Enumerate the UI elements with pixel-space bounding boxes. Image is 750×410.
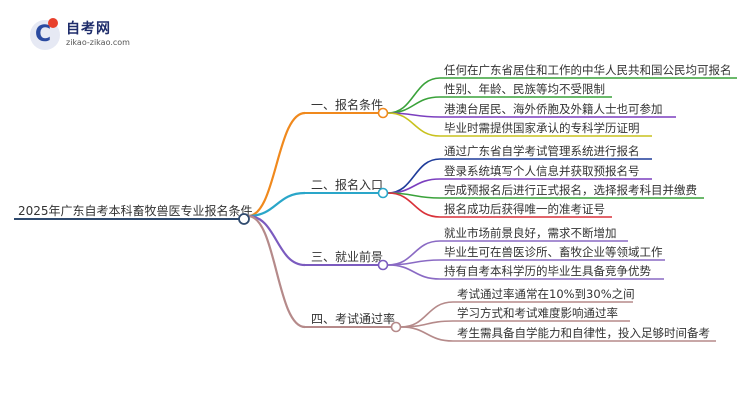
leaf-label-4-2: 学习方式和考试难度影响通过率	[457, 306, 618, 320]
root-node	[238, 213, 250, 225]
leaf-label-2-2: 登录系统填写个人信息并获取预报名号	[444, 164, 640, 178]
branch-label-3: 三、就业前景	[311, 249, 383, 264]
branch-label-1: 一、报名条件	[311, 97, 383, 112]
leaf-connector-1-2	[387, 96, 441, 114]
leaf-connector-3-3	[387, 264, 441, 280]
branch-label-2: 二、报名入口	[311, 177, 383, 192]
branch-connector-4	[247, 214, 306, 329]
branch-connector-2	[247, 191, 306, 218]
site-logo[interactable]: C 自考网 zikao-zikao.com	[30, 16, 150, 56]
leaf-label-1-4: 毕业时需提供国家承认的专科学历证明	[444, 121, 640, 135]
leaf-label-1-3: 港澳台居民、海外侨胞及外籍人士也可参加	[444, 102, 663, 116]
logo-dot-icon	[48, 18, 58, 28]
branch-connector-1	[247, 111, 306, 218]
leaf-label-3-3: 持有自考本科学历的毕业生具备竞争优势	[444, 264, 651, 278]
leaf-connector-3-1	[387, 240, 441, 266]
leaf-label-2-3: 完成预报名后进行正式报名，选择报考科目并缴费	[444, 183, 697, 197]
leaf-connector-3-2	[387, 259, 441, 266]
branch-node-2	[377, 187, 389, 199]
leaf-connector-1-4	[387, 112, 441, 137]
leaf-label-2-1: 通过广东省自学考试管理系统进行报名	[444, 144, 640, 158]
logo-c-icon: C	[35, 22, 52, 47]
leaf-connector-2-2	[387, 178, 441, 194]
leaf-label-3-1: 就业市场前景良好，需求不断增加	[444, 226, 617, 240]
branch-label-4: 四、考试通过率	[311, 311, 395, 326]
branch-node-4	[390, 321, 402, 333]
branch-node-1	[377, 107, 389, 119]
leaf-connector-2-1	[387, 158, 441, 194]
leaf-label-3-2: 毕业生可在兽医诊所、畜牧企业等领域工作	[444, 245, 663, 259]
branch-node-3	[377, 259, 389, 271]
leaf-connector-4-2	[400, 320, 454, 328]
leaf-connector-1-1	[387, 77, 441, 114]
logo-url: zikao-zikao.com	[66, 38, 130, 47]
leaf-label-1-1: 任何在广东省居住和工作的中华人民共和国公民均可报名	[444, 63, 732, 77]
root-label: 2025年广东自考本科畜牧兽医专业报名条件	[18, 203, 253, 218]
logo-title: 自考网	[66, 21, 111, 37]
branch-connector-3	[247, 214, 306, 267]
leaf-label-4-3: 考生需具备自学能力和自律性，投入足够时间备考	[457, 326, 710, 340]
leaf-label-2-4: 报名成功后获得唯一的准考证号	[444, 202, 605, 216]
leaf-label-1-2: 性别、年龄、民族等均不受限制	[444, 82, 605, 96]
leaf-label-4-1: 考试通过率通常在10%到30%之间	[457, 287, 635, 301]
leaf-connector-2-4	[387, 192, 441, 218]
leaf-connector-4-3	[400, 326, 454, 342]
